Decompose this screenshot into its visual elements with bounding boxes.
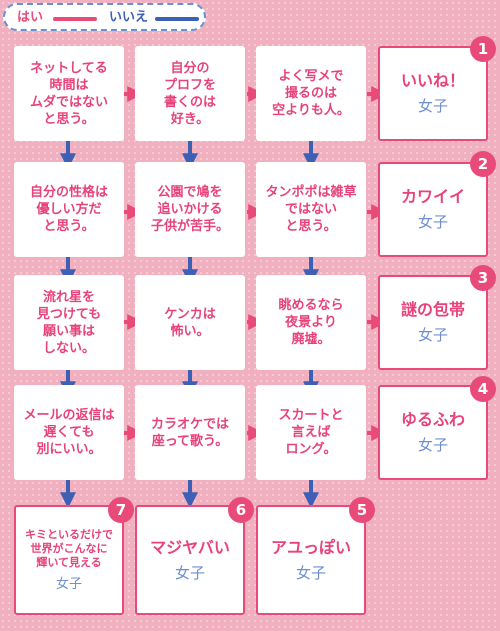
result-3-subtitle: 女子 [417, 326, 448, 344]
question-r4c3: スカートと 言えば ロング。 [256, 385, 366, 480]
question-r1c1: ネットしてる 時間は ムダではない と思う。 [14, 46, 124, 141]
result-5-subtitle: 女子 [295, 563, 326, 582]
question-r4c1: メールの返信は 遅くても 別にいい。 [14, 385, 124, 480]
legend-no-label: いいえ [109, 10, 149, 25]
result-box-5: アユっぽい 女子 [256, 505, 366, 615]
result-box-6: マジヤバい 女子 [135, 505, 245, 615]
result-2-title: カワイイ [400, 187, 465, 206]
result-box-4: ゆるふわ 女子 [378, 385, 488, 480]
result-6-subtitle: 女子 [174, 563, 205, 582]
question-r4c2: カラオケでは 座って歌う。 [135, 385, 245, 480]
question-r3c3: 眺めるなら 夜景より 廃墟。 [256, 275, 366, 370]
result-2-number-badge: 2 [470, 151, 496, 177]
result-3-number-badge: 3 [470, 265, 496, 291]
result-3-title: 謎の包帯 [400, 300, 465, 319]
result-box-2: カワイイ 女子 [378, 162, 488, 257]
result-4-title: ゆるふわ [400, 410, 465, 429]
result-7-number-badge: 7 [108, 497, 134, 523]
legend-yes-label: はい [17, 10, 44, 25]
result-6-number-badge: 6 [228, 497, 254, 523]
result-1-subtitle: 女子 [417, 97, 448, 115]
result-1-number-badge: 1 [470, 36, 496, 62]
question-r3c2: ケンカは 怖い。 [135, 275, 245, 370]
legend-no-line [155, 17, 199, 21]
question-r1c2: 自分の プロフを 書くのは 好き。 [135, 46, 245, 141]
result-box-1: いいね！ 女子 [378, 46, 488, 141]
question-r2c1: 自分の性格は 優しい方だ と思う。 [14, 162, 124, 257]
question-r1c3: よく写メで 撮るのは 空よりも人。 [256, 46, 366, 141]
result-box-3: 謎の包帯 女子 [378, 275, 488, 370]
result-4-number-badge: 4 [470, 376, 496, 402]
result-7-subtitle: 女子 [55, 577, 82, 592]
result-5-title: アユっぽい [270, 537, 351, 557]
legend: はい いいえ [3, 3, 206, 31]
result-2-subtitle: 女子 [417, 213, 448, 231]
question-r2c3: タンポポは雑草 ではない と思う。 [256, 162, 366, 257]
result-4-subtitle: 女子 [417, 436, 448, 454]
question-r3c1: 流れ星を 見つけても 願い事は しない。 [14, 275, 124, 370]
result-6-title: マジヤバい [150, 537, 230, 557]
result-7-title: キミといるだけで 世界がこんなに 輝いて見える [25, 528, 113, 569]
result-box-7: キミといるだけで 世界がこんなに 輝いて見える 女子 [14, 505, 124, 615]
result-5-number-badge: 5 [349, 497, 375, 523]
question-r2c2: 公園で鳩を 追いかける 子供が苦手。 [135, 162, 245, 257]
result-1-title: いいね！ [400, 71, 465, 90]
legend-yes-line [53, 17, 97, 21]
